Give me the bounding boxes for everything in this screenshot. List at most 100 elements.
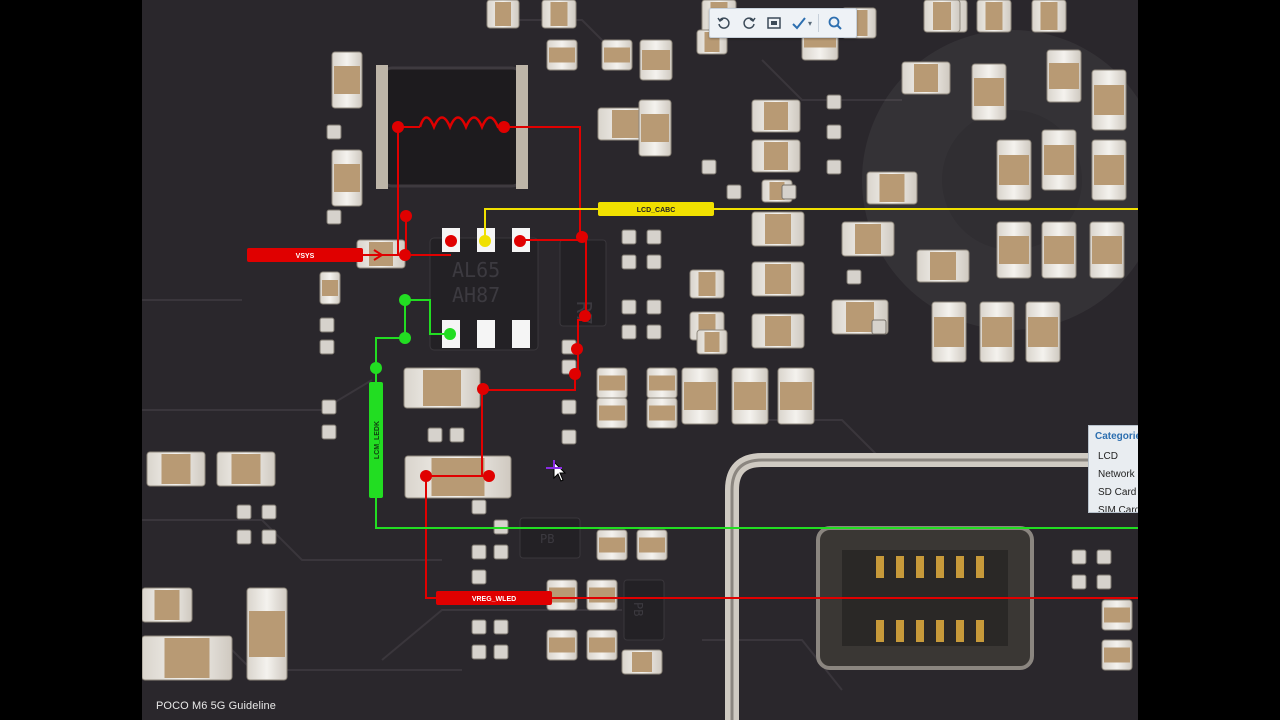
capacitor-body: [549, 47, 575, 63]
capacitor-body: [855, 224, 881, 254]
capacitor-body: [334, 164, 360, 192]
connector-pin: [876, 620, 884, 642]
power-net-nodes: [392, 121, 591, 482]
connector-pin: [876, 556, 884, 578]
capacitor-body: [1044, 145, 1074, 175]
categories-panel: Categories LCD Network SD Card SIM Card …: [1088, 425, 1138, 513]
capacitor-body: [649, 375, 675, 391]
smd-pad: [236, 529, 252, 545]
capacitor-body: [249, 611, 285, 657]
net-label-lcm-ledk: LCM_LEDK: [374, 421, 381, 459]
smd-pad: [1096, 549, 1112, 565]
lcd-cabc-net: LCD_CABC: [479, 202, 1138, 247]
capacitor-body: [999, 236, 1029, 264]
smd-pad: [781, 184, 797, 200]
capacitor-body: [599, 405, 625, 421]
capacitor-body: [639, 537, 665, 553]
select-tool-button[interactable]: [788, 12, 810, 34]
smd-pad: [493, 619, 509, 635]
category-item-sim-card[interactable]: SIM Card: [1098, 505, 1138, 513]
capacitor-body: [641, 114, 669, 142]
capacitor-body: [642, 50, 670, 70]
capacitor-body: [982, 317, 1012, 347]
capacitor-body: [612, 110, 640, 138]
search-button[interactable]: [824, 12, 846, 34]
connector-pin: [916, 620, 924, 642]
capacitor-body: [495, 2, 511, 26]
categories-list[interactable]: LCD Network SD Card SIM Card: [1089, 448, 1138, 513]
capacitor-body: [765, 264, 791, 294]
capacitor-body: [1094, 85, 1124, 115]
category-item-network[interactable]: Network: [1098, 469, 1135, 480]
capacitor-body: [764, 142, 788, 170]
capacitor-body: [985, 2, 1003, 30]
smd-pad: [471, 569, 487, 585]
smd-pad: [826, 159, 842, 175]
capacitor-body: [632, 652, 652, 672]
capacitor-body: [930, 252, 956, 280]
smd-pad: [319, 317, 335, 333]
capacitor-body: [974, 78, 1004, 106]
category-item-lcd[interactable]: LCD: [1098, 451, 1119, 462]
smd-pad: [1071, 574, 1087, 590]
capacitor-body: [423, 370, 461, 406]
smd-pad: [561, 429, 577, 445]
smd-pad: [726, 184, 742, 200]
smd-pad: [261, 529, 277, 545]
connector-pin: [936, 556, 944, 578]
connector-pin: [896, 556, 904, 578]
capacitor-body: [604, 47, 630, 63]
pcb-viewer[interactable]: AL65 AH87 R7 PB PB: [142, 0, 1138, 720]
capacitor-body: [161, 454, 191, 484]
smd-pad: [471, 644, 487, 660]
pcb-board-image: AL65 AH87 R7 PB PB: [142, 0, 1138, 720]
net-label-vsys: VSYS: [296, 253, 315, 260]
search-icon: [828, 16, 842, 30]
category-item-sd-card[interactable]: SD Card: [1098, 487, 1137, 498]
capacitor-body: [1028, 317, 1058, 347]
smd-pad: [493, 644, 509, 660]
smd-pad: [236, 504, 252, 520]
capacitor-body: [231, 454, 261, 484]
smd-pad: [1071, 549, 1087, 565]
capacitor-body: [846, 302, 874, 332]
fit-screen-button[interactable]: [763, 12, 785, 34]
categories-title: Categories: [1095, 431, 1138, 442]
capacitor-body: [780, 382, 812, 410]
capacitor-body: [764, 102, 788, 130]
capacitor-body: [154, 590, 180, 620]
capacitor-body: [1104, 647, 1130, 663]
smd-pad: [427, 427, 443, 443]
connector-pin: [956, 620, 964, 642]
rotate-left-icon: [717, 17, 730, 29]
smd-pad: [471, 499, 487, 515]
smd-pad: [561, 399, 577, 415]
rotate-right-button[interactable]: [738, 12, 760, 34]
connector-pin: [976, 556, 984, 578]
toolbar-divider: [818, 14, 819, 32]
capacitor-group: [142, 0, 1133, 681]
smd-pad: [319, 339, 335, 355]
smd-pad: [826, 94, 842, 110]
net-label-lcd-cabc: LCD_CABC: [637, 207, 676, 214]
smd-pad: [261, 504, 277, 520]
smd-pad: [621, 299, 637, 315]
capacitor-body: [1049, 63, 1079, 89]
chevron-down-icon[interactable]: ▾: [808, 18, 813, 28]
smd-pad: [1096, 574, 1112, 590]
connector-pin: [976, 620, 984, 642]
viewer-toolbar: ▾: [709, 8, 857, 38]
smd-pad: [449, 427, 465, 443]
rotate-left-button[interactable]: [713, 12, 735, 34]
capacitor-body: [698, 272, 716, 296]
video-title: POCO M6 5G Guideline: [156, 700, 276, 712]
capacitor-body: [1092, 236, 1122, 264]
capacitor-body: [934, 317, 964, 347]
capacitor-body: [879, 174, 905, 202]
capacitor-body: [734, 382, 766, 410]
smd-pad: [621, 254, 637, 270]
small-chip-marking-1: PB: [540, 532, 554, 546]
capacitor-body: [549, 587, 575, 603]
smd-pad: [646, 229, 662, 245]
smd-pad: [646, 324, 662, 340]
